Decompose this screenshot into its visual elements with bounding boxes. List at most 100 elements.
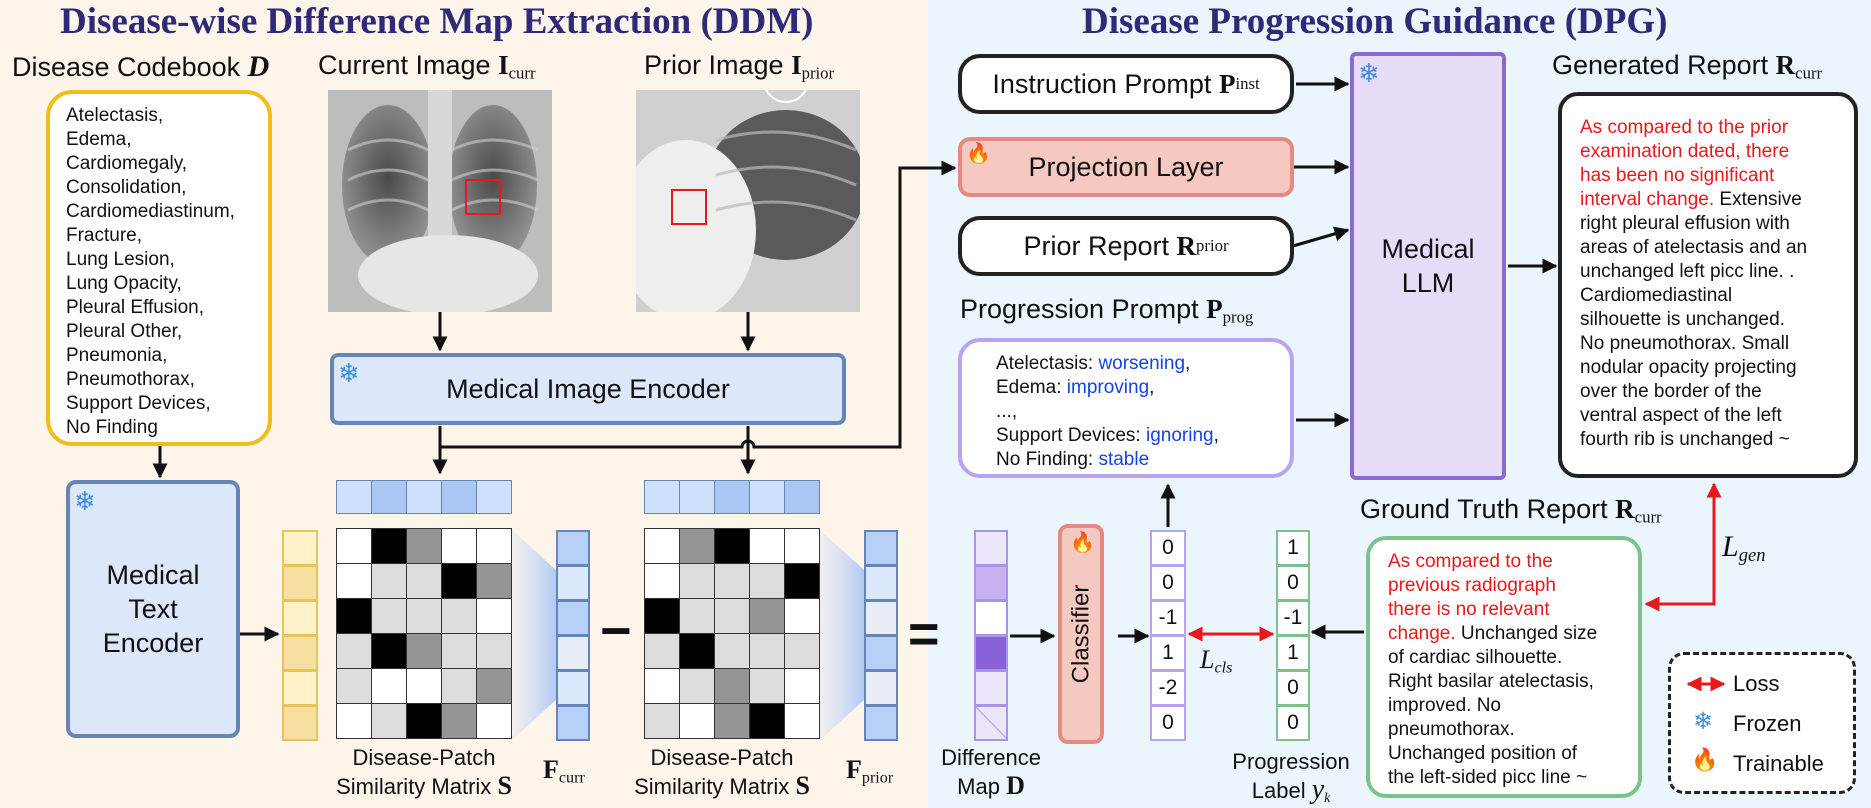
matrix-cell bbox=[644, 528, 680, 564]
matrix-cell bbox=[476, 528, 512, 564]
text-embedding-vector bbox=[282, 530, 318, 741]
matrix-cell bbox=[784, 668, 820, 704]
codebook-item: Pleural Effusion, bbox=[66, 297, 205, 318]
difference-map-label: Difference Map D bbox=[941, 745, 1041, 800]
vector-cell bbox=[556, 565, 590, 601]
matrix-cell bbox=[644, 598, 680, 634]
vector-cell bbox=[974, 600, 1008, 636]
report-red-text: previous radiograph bbox=[1388, 575, 1556, 596]
report-line: Right basilar atelectasis, bbox=[1388, 671, 1594, 692]
progression-prompt-box: Atelectasis: worsening, Edema: improving,… bbox=[958, 338, 1294, 478]
report-line: No pneumothorax. Small bbox=[1580, 333, 1790, 354]
matrix-cell bbox=[476, 668, 512, 704]
matrix-cell bbox=[749, 703, 785, 739]
progression-prompt-item: No Finding: stable bbox=[996, 448, 1290, 472]
trainable-fire-icon: 🔥 bbox=[1691, 747, 1719, 772]
matrix-cell bbox=[714, 668, 750, 704]
codebook-item: Edema, bbox=[66, 129, 132, 150]
vector-cell bbox=[282, 670, 318, 706]
vector-cell bbox=[282, 705, 318, 741]
codebook-item: Pleural Other, bbox=[66, 321, 183, 342]
vector-cell bbox=[864, 530, 898, 566]
value-cell: -1 bbox=[1276, 600, 1310, 636]
current-patch-tokens bbox=[336, 480, 512, 514]
disease-name: ..., bbox=[996, 401, 1018, 422]
matrix-cell bbox=[371, 563, 407, 599]
item-separator: , bbox=[1213, 425, 1219, 446]
codebook-item: Lung Lesion, bbox=[66, 249, 175, 270]
patch-token bbox=[336, 480, 372, 514]
matrix-cell bbox=[679, 598, 715, 634]
disease-name: Support Devices: bbox=[996, 425, 1146, 446]
vector-cell bbox=[864, 670, 898, 706]
ground-truth-report-label: Ground Truth Report Rcurr bbox=[1360, 494, 1662, 527]
report-red-text: there is no relevant bbox=[1388, 599, 1550, 620]
report-line: unchanged left picc line. . bbox=[1580, 261, 1795, 282]
report-line: nodular opacity projecting bbox=[1580, 357, 1797, 378]
report-black-text: Extensive bbox=[1714, 189, 1802, 210]
matrix-cell bbox=[371, 598, 407, 634]
report-red-text: examination dated, there bbox=[1580, 141, 1790, 162]
projection-layer-block: Projection Layer bbox=[958, 137, 1294, 197]
matrix-cell bbox=[476, 563, 512, 599]
progression-prompt-label: Progression Prompt Pprog bbox=[960, 294, 1254, 327]
legend-box: Loss ❄ Frozen 🔥 Trainable bbox=[1668, 652, 1856, 794]
patch-token bbox=[714, 480, 750, 514]
value-cell: 0 bbox=[1150, 565, 1186, 601]
matrix-cell bbox=[784, 703, 820, 739]
progression-prompt-item: Support Devices: ignoring, bbox=[996, 424, 1290, 448]
patch-token bbox=[644, 480, 680, 514]
codebook-label: Disease Codebook D bbox=[12, 50, 270, 83]
f-curr-label: Fcurr bbox=[543, 755, 585, 787]
matrix-cell bbox=[749, 563, 785, 599]
value-cell: 0 bbox=[1276, 670, 1310, 706]
patch-token bbox=[406, 480, 442, 514]
matrix-cell bbox=[441, 703, 477, 739]
report-line-highlight: examination dated, there bbox=[1580, 140, 1854, 164]
report-line: right pleural effusion with bbox=[1580, 213, 1790, 234]
progression-status: worsening bbox=[1098, 353, 1186, 374]
vector-cell bbox=[974, 635, 1008, 671]
codebook-item: Lung Opacity, bbox=[66, 273, 182, 294]
patch-token bbox=[441, 480, 477, 514]
current-chest-xray-image bbox=[328, 90, 552, 312]
matrix-cell bbox=[406, 703, 442, 739]
matrix-cell bbox=[336, 703, 372, 739]
matrix-cell bbox=[441, 598, 477, 634]
matrix-cell bbox=[749, 528, 785, 564]
disease-name: Atelectasis: bbox=[996, 353, 1099, 374]
matrix-cell bbox=[784, 528, 820, 564]
matrix-cell bbox=[371, 633, 407, 669]
value-cell: -1 bbox=[1150, 600, 1186, 636]
report-line-highlight: there is no relevant bbox=[1388, 598, 1638, 622]
matrix-cell bbox=[644, 703, 680, 739]
minus-operator: − bbox=[600, 601, 632, 661]
report-line-highlight: has been no significant bbox=[1580, 164, 1854, 188]
value-cell: 1 bbox=[1276, 635, 1310, 671]
matrix-cell bbox=[749, 633, 785, 669]
report-red-text: change. bbox=[1388, 623, 1456, 644]
codebook-item: Support Devices, bbox=[66, 393, 211, 414]
codebook-item: Pneumothorax, bbox=[66, 369, 195, 390]
matrix-cell bbox=[371, 668, 407, 704]
generated-report-label: Generated Report Rcurr bbox=[1552, 50, 1823, 83]
codebook-item: Pneumonia, bbox=[66, 345, 168, 366]
progression-prompt-item: Edema: improving, bbox=[996, 376, 1290, 400]
report-line: Unchanged position of bbox=[1388, 743, 1578, 764]
matrix-cell bbox=[441, 668, 477, 704]
codebook-item: Fracture, bbox=[66, 225, 143, 246]
matrix-cell bbox=[441, 563, 477, 599]
matrix-cell bbox=[644, 668, 680, 704]
vector-cell bbox=[864, 600, 898, 636]
prior-chest-xray-image bbox=[636, 90, 860, 312]
patch-token bbox=[749, 480, 785, 514]
codebook-item: Cardiomediastinum, bbox=[66, 201, 235, 222]
matrix-cell bbox=[406, 563, 442, 599]
prior-patch-tokens bbox=[644, 480, 820, 514]
matrix-cell bbox=[371, 703, 407, 739]
f-prior-vector bbox=[864, 530, 898, 741]
frozen-snowflake-icon: ❄ bbox=[338, 358, 360, 388]
matrix-cell bbox=[714, 598, 750, 634]
